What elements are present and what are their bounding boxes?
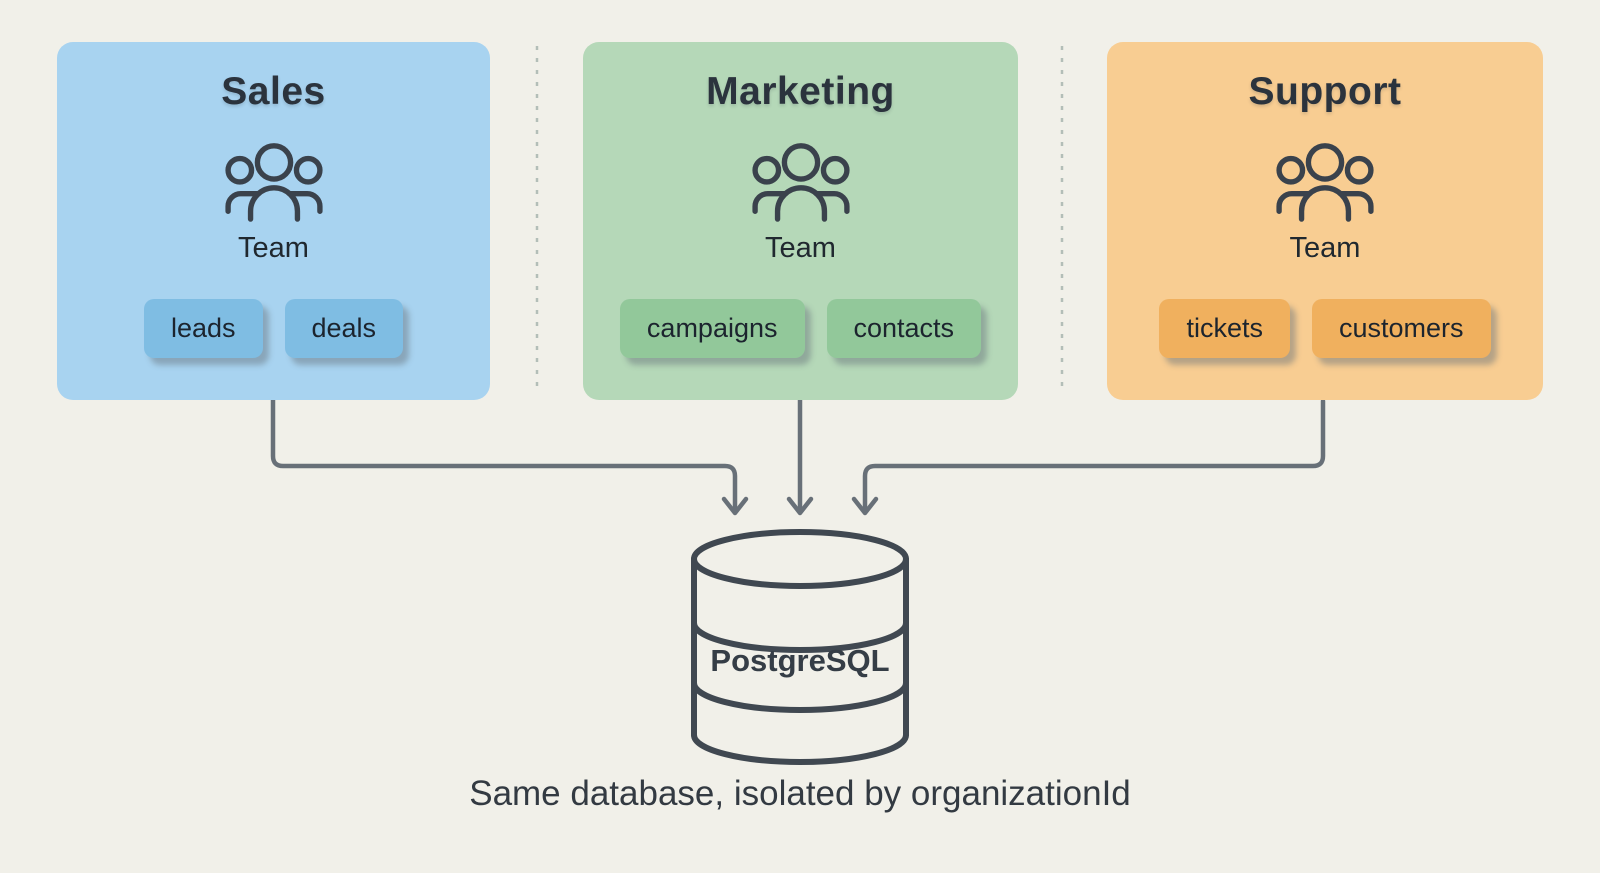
team-label: Team: [1289, 232, 1361, 264]
table-chip-row: leads deals: [143, 299, 404, 358]
table-chip-row: campaigns contacts: [619, 299, 982, 358]
caption: Same database, isolated by organizationI…: [469, 774, 1131, 813]
database: PostgreSQL: [688, 528, 912, 773]
table-chip-deals: deals: [284, 299, 404, 358]
arrowhead-icon: [721, 496, 749, 516]
team-card-marketing: Marketing Team campaigns contacts: [583, 42, 1018, 400]
sales-to-db-arrow: [270, 397, 738, 512]
arrowhead-icon: [786, 496, 814, 516]
team-title: Marketing: [706, 70, 895, 113]
database-label: PostgreSQL: [710, 643, 889, 678]
table-chip-leads: leads: [143, 299, 263, 358]
team-card-support: Support Team tickets customers: [1107, 42, 1543, 400]
team-people-icon: [1276, 143, 1374, 222]
arrowhead-icon: [851, 496, 879, 516]
team-title: Support: [1248, 70, 1402, 113]
team-card-sales: Sales Team leads deals: [57, 42, 490, 400]
team-people-icon: [224, 143, 323, 222]
table-chip-customers: customers: [1311, 299, 1491, 358]
team-people-icon: [751, 143, 850, 222]
table-chip-contacts: contacts: [826, 299, 982, 358]
team-label: Team: [765, 232, 836, 264]
support-to-db-arrow: [862, 398, 1326, 512]
table-chip-row: tickets customers: [1159, 299, 1491, 358]
database-cylinder-icon: PostgreSQL: [691, 529, 909, 765]
team-label: Team: [238, 232, 309, 264]
table-chip-tickets: tickets: [1159, 299, 1290, 358]
table-chip-campaigns: campaigns: [619, 299, 805, 358]
team-title: Sales: [221, 70, 326, 113]
